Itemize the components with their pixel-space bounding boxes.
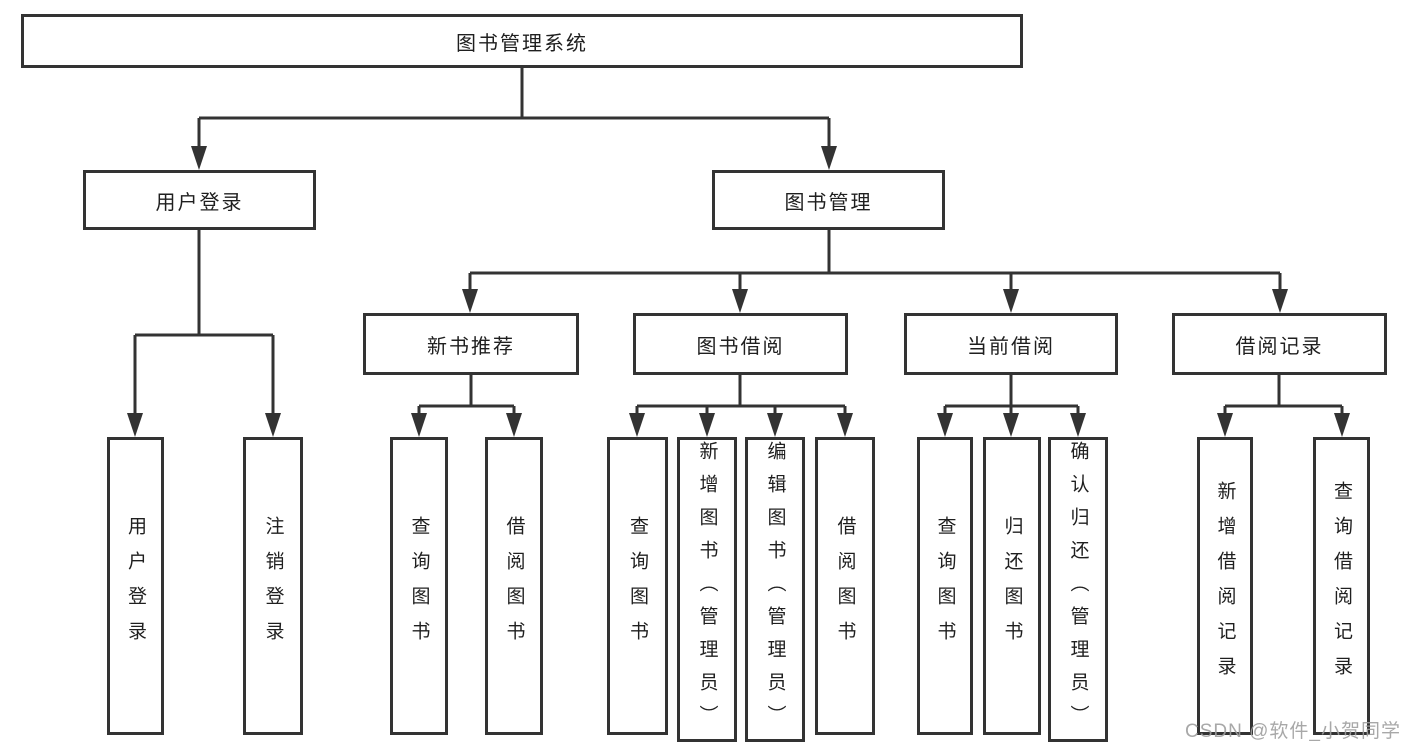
leaf-logout: 注销登录: [243, 437, 303, 735]
node-book-borrowing: 图书借阅: [633, 313, 848, 375]
leaf-logout-label: 注销登录: [262, 516, 284, 656]
leaf-query-borrow-record: 查询借阅记录: [1313, 437, 1370, 735]
node-root-label: 图书管理系统: [456, 32, 588, 55]
leaf-return-books-label: 归还图书: [1001, 516, 1023, 656]
leaf-confirm-return-admin: 确认归还（管理员）: [1048, 437, 1108, 742]
leaf-query-books-1-label: 查询图书: [408, 516, 430, 656]
leaf-edit-books-admin: 编辑图书（管理员）: [745, 437, 805, 742]
leaf-borrow-books-2: 借阅图书: [815, 437, 875, 735]
leaf-user-login: 用户登录: [107, 437, 164, 735]
node-book-management: 图书管理: [712, 170, 945, 230]
leaf-borrow-books-2-label: 借阅图书: [834, 516, 856, 656]
node-user-login: 用户登录: [83, 170, 316, 230]
leaf-query-books-3-label: 查询图书: [934, 516, 956, 656]
leaf-add-borrow-record: 新增借阅记录: [1197, 437, 1253, 735]
node-book-management-label: 图书管理: [784, 191, 873, 214]
node-new-book-recommend: 新书推荐: [363, 313, 579, 375]
leaf-add-books-admin-label: 新增图书（管理员）: [696, 441, 718, 738]
leaf-query-borrow-record-label: 查询借阅记录: [1331, 481, 1352, 691]
node-current-borrowing: 当前借阅: [904, 313, 1118, 375]
node-root-library-system: 图书管理系统: [21, 14, 1023, 68]
node-current-borrowing-label: 当前借阅: [967, 335, 1055, 358]
watermark: CSDN @软件_小贺同学: [1185, 721, 1401, 742]
leaf-edit-books-admin-label: 编辑图书（管理员）: [764, 441, 786, 738]
leaf-confirm-return-admin-label: 确认归还（管理员）: [1067, 441, 1089, 738]
node-book-borrowing-label: 图书借阅: [696, 335, 785, 358]
arrowhead-icons: [127, 146, 1350, 437]
node-borrowing-records-label: 借阅记录: [1235, 335, 1324, 358]
leaf-query-books-2-label: 查询图书: [627, 516, 648, 656]
leaf-add-books-admin: 新增图书（管理员）: [677, 437, 737, 742]
leaf-query-books-3: 查询图书: [917, 437, 973, 735]
leaf-return-books: 归还图书: [983, 437, 1041, 735]
leaf-borrow-books-1: 借阅图书: [485, 437, 543, 735]
leaf-borrow-books-1-label: 借阅图书: [503, 516, 525, 656]
leaf-query-books-1: 查询图书: [390, 437, 448, 735]
leaf-user-login-label: 用户登录: [125, 516, 146, 656]
node-user-login-label: 用户登录: [155, 191, 244, 214]
node-borrowing-records: 借阅记录: [1172, 313, 1387, 375]
node-new-book-recommend-label: 新书推荐: [427, 335, 515, 358]
leaf-query-books-2: 查询图书: [607, 437, 668, 735]
leaf-add-borrow-record-label: 新增借阅记录: [1214, 481, 1236, 691]
